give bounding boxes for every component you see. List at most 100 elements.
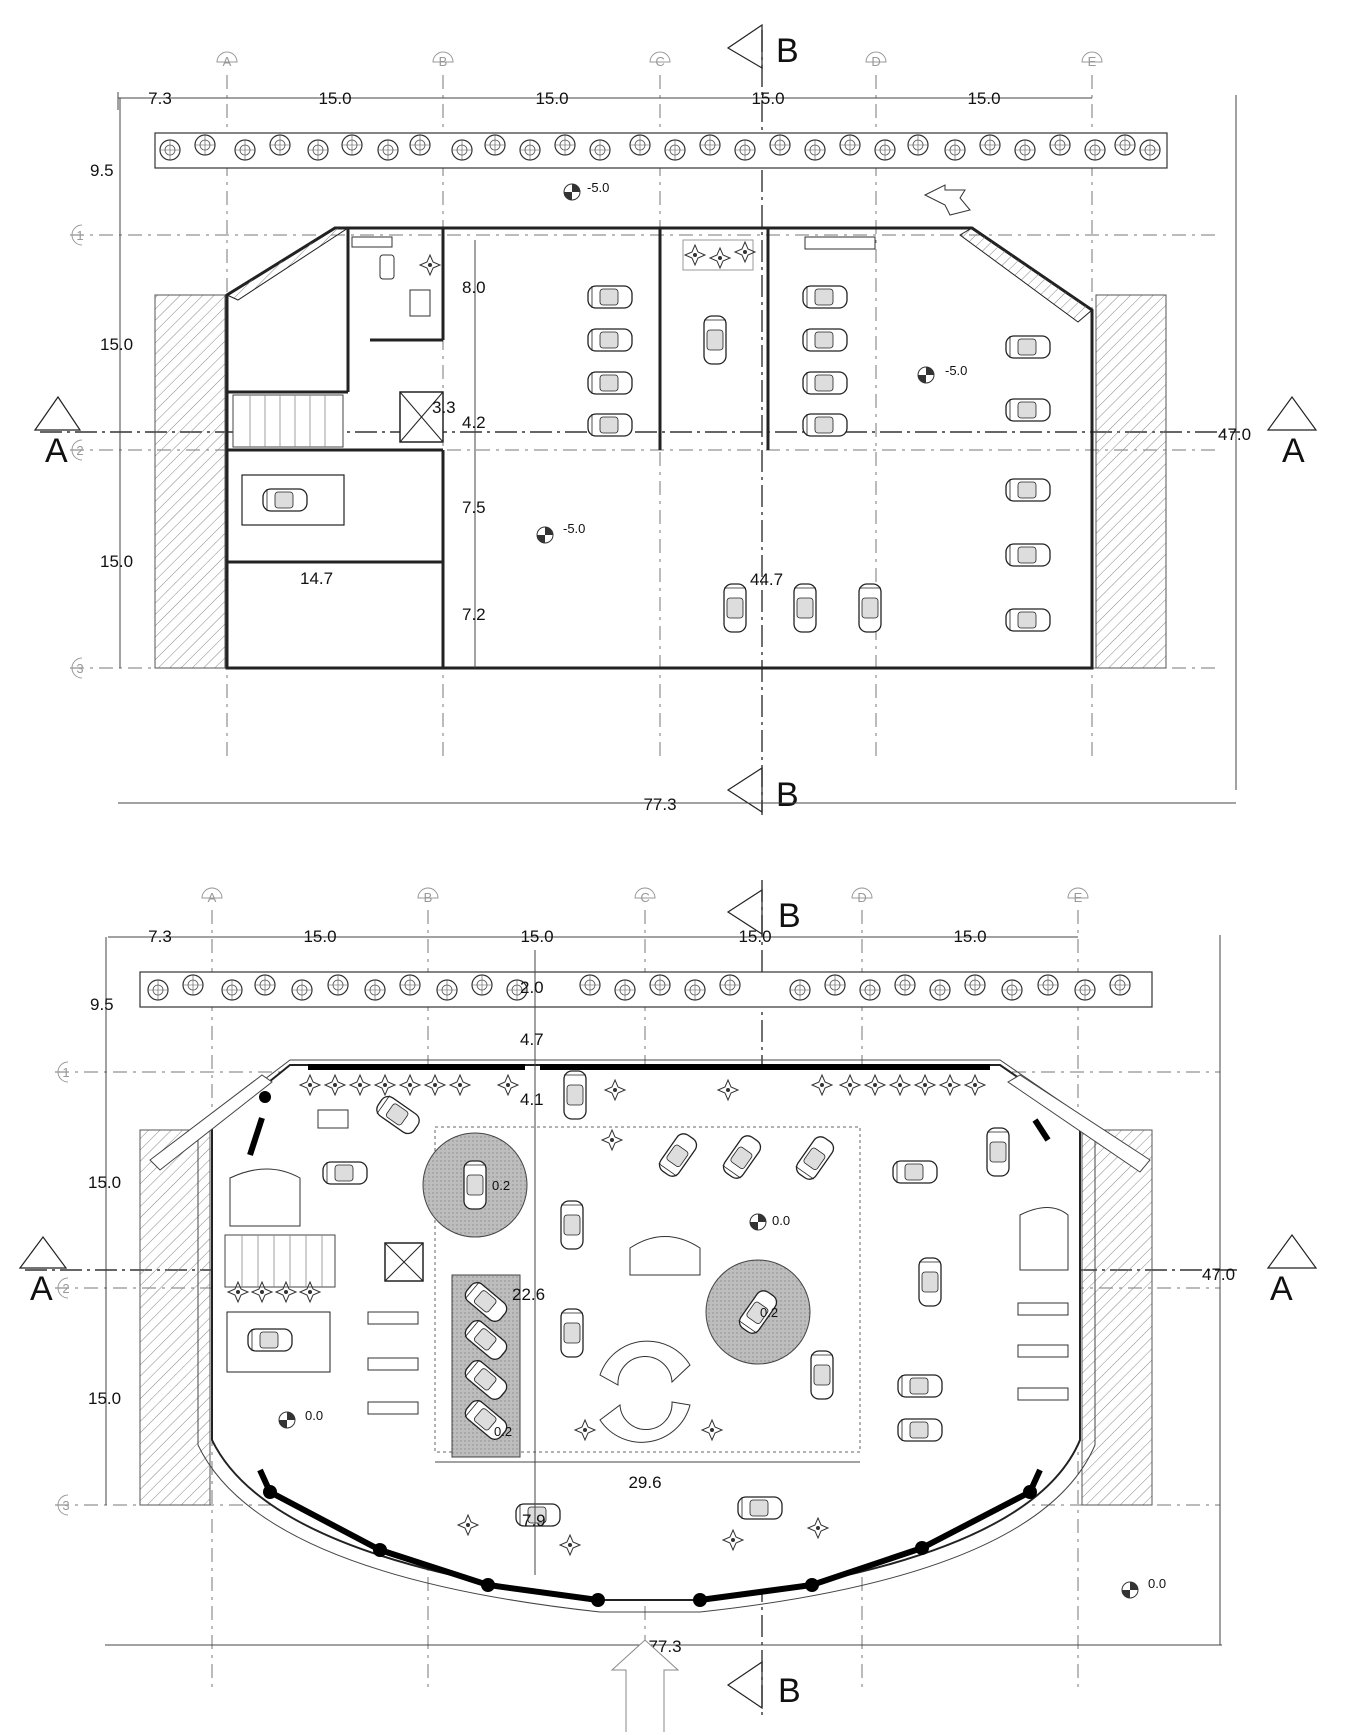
svg-text:A: A [45, 432, 68, 470]
svg-text:15.0: 15.0 [738, 927, 771, 946]
svg-text:B: B [776, 776, 799, 814]
svg-text:15.0: 15.0 [100, 552, 133, 571]
svg-text:8.0: 8.0 [462, 278, 486, 297]
svg-text:14.7: 14.7 [300, 569, 333, 588]
svg-text:B: B [778, 1672, 801, 1710]
svg-text:D: D [871, 54, 880, 69]
svg-text:3.3: 3.3 [432, 398, 456, 417]
axis-bubble-1-ground: 1 [57, 1061, 70, 1083]
svg-text:7.3: 7.3 [148, 89, 172, 108]
svg-text:C: C [655, 54, 664, 69]
interior-dimensions-ground: 2.0 4.7 4.1 22.6 29.6 7.9 [435, 950, 860, 1575]
entrance-arrow-icon [610, 1639, 680, 1732]
svg-text:A: A [223, 54, 232, 69]
column-axis-bubbles: A B C D E [216, 51, 1103, 69]
axis-bubble-3: 3 [71, 657, 84, 679]
svg-text:7.5: 7.5 [462, 498, 486, 517]
svg-text:B: B [778, 897, 801, 935]
svg-text:15.0: 15.0 [100, 335, 133, 354]
tree-strip-ground [139, 971, 1153, 1008]
parked-cars [262, 285, 1051, 633]
svg-text:15.0: 15.0 [88, 1173, 121, 1192]
svg-text:4.1: 4.1 [520, 1090, 544, 1109]
svg-text:77.3: 77.3 [643, 795, 676, 814]
ramp-right-ground [1081, 1129, 1153, 1506]
overall-width-dimension: 77.3 [118, 795, 1236, 814]
section-marker-b-bottom-ground: B [726, 1660, 801, 1710]
axis-bubble-a-ground: A [201, 887, 223, 905]
ramp-right [1095, 294, 1167, 669]
level-markers-ground: 0.0 0.0 0.0 [278, 1213, 1166, 1599]
overall-depth-dimension: 47.0 [1218, 95, 1251, 790]
axis-bubble-b-ground: B [417, 887, 439, 905]
tree-strip [154, 132, 1168, 169]
svg-text:E: E [1074, 890, 1083, 905]
turntable-levels: 0.2 0.2 0.2 [492, 1178, 778, 1439]
basement-outline [225, 226, 1094, 670]
svg-text:A: A [208, 890, 217, 905]
axis-bubble-3-ground: 3 [57, 1494, 70, 1516]
svg-text:2: 2 [76, 443, 83, 458]
left-dimension-chain: 9.5 15.0 15.0 [90, 98, 133, 668]
svg-text:3: 3 [76, 661, 83, 676]
entry-arrow-icon [923, 184, 971, 216]
axis-bubble-c: C [649, 51, 671, 69]
section-marker-a-left-ground: A [18, 1235, 68, 1308]
column-axis-bubbles-ground: A B C D E [201, 887, 1089, 905]
svg-text:A: A [30, 1270, 53, 1308]
svg-text:1: 1 [62, 1065, 69, 1080]
svg-text:-5.0: -5.0 [945, 363, 967, 378]
svg-text:4.2: 4.2 [462, 413, 486, 432]
left-dimension-chain-ground: 9.5 15.0 15.0 [88, 937, 121, 1505]
svg-text:A: A [1282, 432, 1305, 470]
svg-text:4.7: 4.7 [520, 1030, 544, 1049]
svg-text:E: E [1088, 54, 1097, 69]
interior-dimensions: 8.0 3.3 4.2 7.5 7.2 14.7 44.7 [300, 240, 783, 668]
svg-text:44.7: 44.7 [750, 570, 783, 589]
top-dimension-chain: 7.3 15.0 15.0 15.0 15.0 [117, 89, 1092, 110]
axis-bubble-c-ground: C [634, 887, 656, 905]
overall-depth-dimension-ground: 47.0 [1202, 935, 1235, 1645]
svg-text:1: 1 [76, 228, 83, 243]
top-dimension-chain-ground: 7.3 15.0 15.0 15.0 15.0 [108, 927, 1078, 946]
svg-text:47.0: 47.0 [1202, 1265, 1235, 1284]
section-marker-a-right-ground: A [1266, 1233, 1318, 1308]
axis-bubble-d: D [865, 51, 887, 69]
facade-bottom [247, 1091, 1051, 1607]
svg-text:0.2: 0.2 [494, 1424, 512, 1439]
svg-text:0.0: 0.0 [1148, 1576, 1166, 1591]
svg-text:7.9: 7.9 [522, 1511, 546, 1530]
svg-text:-5.0: -5.0 [587, 180, 609, 195]
svg-text:0.0: 0.0 [305, 1408, 323, 1423]
svg-text:15.0: 15.0 [535, 89, 568, 108]
svg-text:15.0: 15.0 [751, 89, 784, 108]
axis-bubble-1: 1 [71, 224, 84, 246]
svg-text:0.2: 0.2 [760, 1305, 778, 1320]
svg-text:B: B [439, 54, 448, 69]
axis-bubble-2-ground: 2 [57, 1277, 70, 1299]
svg-text:29.6: 29.6 [628, 1473, 661, 1492]
svg-text:D: D [857, 890, 866, 905]
basement-floor-plan: A B C D E [33, 23, 1318, 815]
level-markers: -5.0 -5.0 -5.0 [536, 180, 967, 544]
sales-desks [317, 1109, 1069, 1415]
svg-text:3: 3 [62, 1498, 69, 1513]
axis-bubble-a: A [216, 51, 238, 69]
svg-text:C: C [640, 890, 649, 905]
axis-bubble-b: B [432, 51, 454, 69]
svg-text:47.0: 47.0 [1218, 425, 1251, 444]
svg-text:15.0: 15.0 [520, 927, 553, 946]
section-marker-b-top-ground: B [726, 888, 801, 936]
svg-text:A: A [1270, 1270, 1293, 1308]
svg-text:0.0: 0.0 [772, 1213, 790, 1228]
svg-text:2.0: 2.0 [520, 978, 544, 997]
svg-text:B: B [776, 32, 799, 70]
overall-width-dimension-ground: 77.3 [105, 1637, 1222, 1656]
svg-text:15.0: 15.0 [88, 1389, 121, 1408]
svg-text:7.2: 7.2 [462, 605, 486, 624]
svg-text:9.5: 9.5 [90, 161, 114, 180]
row-axis-bubbles-ground: 1 2 3 [57, 1061, 70, 1516]
section-marker-b-top: B [726, 23, 799, 70]
svg-text:-5.0: -5.0 [563, 521, 585, 536]
